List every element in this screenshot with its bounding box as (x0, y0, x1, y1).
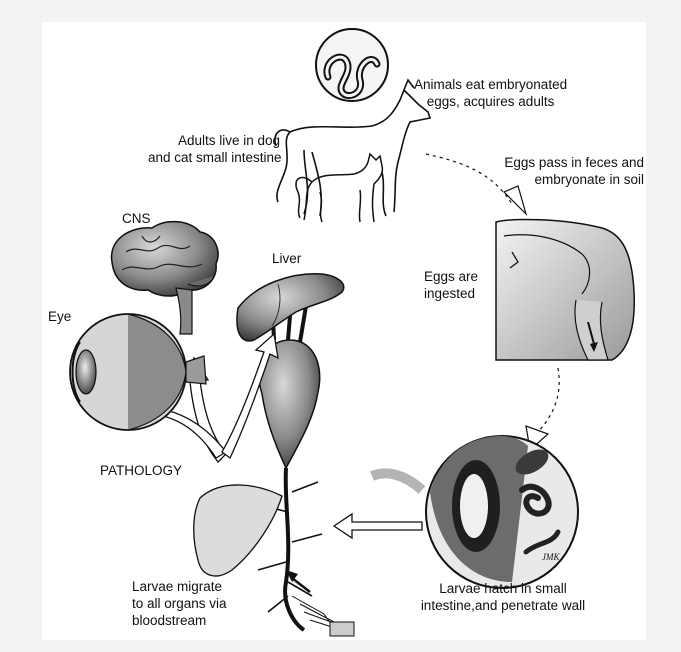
child-mouth-icon (496, 220, 634, 360)
roundworm-icon (316, 29, 388, 101)
lifecycle-diagram: JMK (42, 22, 646, 640)
label-pathology: PATHOLOGY (100, 462, 182, 479)
intestine-icon (372, 436, 578, 588)
arrow-to-heart (334, 514, 422, 538)
label-cns: CNS (122, 210, 151, 227)
label-eggs-pass: Eggs pass in feces and embryonate in soi… (472, 154, 644, 188)
label-liver: Liver (272, 250, 301, 267)
label-adults-live: Adults live in dog and cat small intesti… (148, 132, 280, 166)
label-larvae-migrate: Larvae migrate to all organs via bloodst… (132, 578, 227, 629)
abdominal-liver-icon (194, 485, 282, 576)
label-larvae-hatch: Larvae hatch in small intestine,and pene… (398, 580, 608, 614)
cat-icon (296, 154, 382, 222)
label-eye: Eye (48, 308, 71, 325)
label-animals-eat: Animals eat embryonated eggs, acquires a… (414, 76, 567, 110)
artist-signature: JMK (542, 552, 560, 562)
label-eggs-ingested: Eggs are ingested (424, 268, 478, 302)
arrow-to-intestine (526, 368, 559, 450)
